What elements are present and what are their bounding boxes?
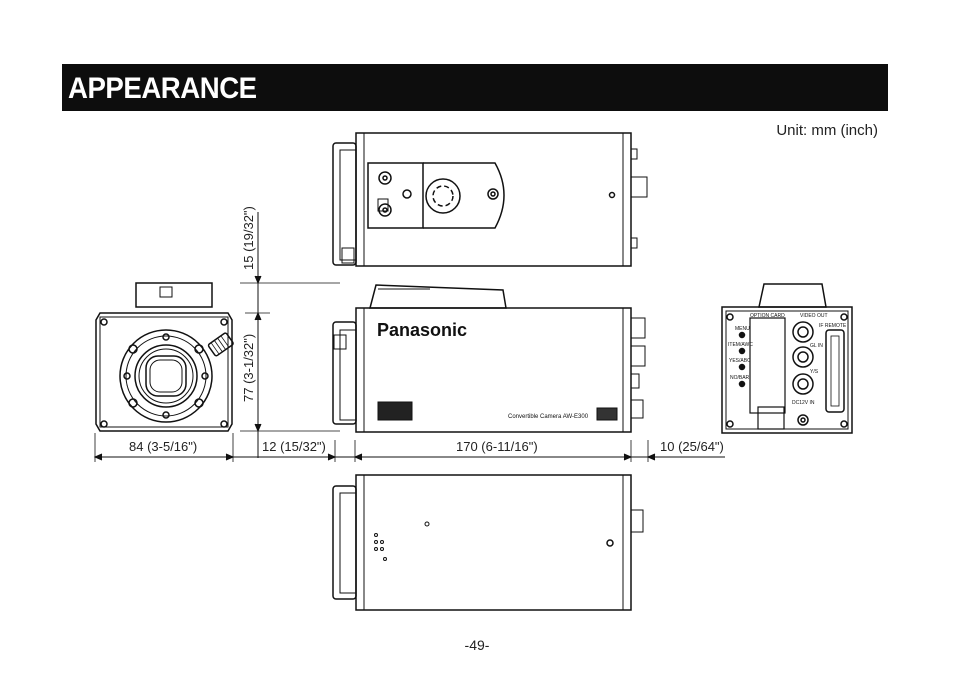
rear-label-menu: MENU (735, 326, 750, 332)
dim-height-front: 77 (3-1/32") (241, 334, 256, 402)
bottom-view (332, 474, 644, 611)
rear-label-option-card: OPTION CARD (750, 313, 785, 319)
dim-height-top: 15 (19/32") (241, 206, 256, 270)
rear-view (721, 283, 853, 434)
page-number: -49- (464, 637, 490, 653)
front-view (95, 282, 234, 432)
rear-label-gl-in: GL IN (810, 343, 823, 349)
rear-label-video-out: VIDEO OUT (800, 313, 828, 319)
top-view (332, 132, 648, 267)
rear-label-item-awc: ITEM/AWC (728, 342, 753, 348)
side-view (332, 284, 646, 433)
rear-label-no-bar: NO/BAR (730, 375, 750, 381)
rear-label-ys: Y/S (810, 369, 819, 375)
dim-body-length: 170 (6-11/16") (456, 439, 538, 454)
dim-width-front: 84 (3-5/16") (129, 439, 197, 454)
rear-label-dc-in: DC12V IN (792, 400, 815, 406)
rear-label-ir-remote: IF REMOTE (819, 323, 847, 329)
dim-rear-depth: 10 (25/64") (660, 439, 724, 454)
camera-brand: Panasonic (377, 320, 467, 340)
dimension-lines (93, 212, 725, 462)
unit-note: Unit: mm (inch) (776, 122, 878, 139)
camera-model-label: Convertible Camera AW-E300 (508, 414, 589, 420)
dim-lens-mount-depth: 12 (15/32") (262, 439, 326, 454)
section-title-bar (62, 64, 888, 111)
rear-label-yes-abc: YES/ABC (729, 358, 751, 364)
section-title: APPEARANCE (68, 72, 257, 105)
